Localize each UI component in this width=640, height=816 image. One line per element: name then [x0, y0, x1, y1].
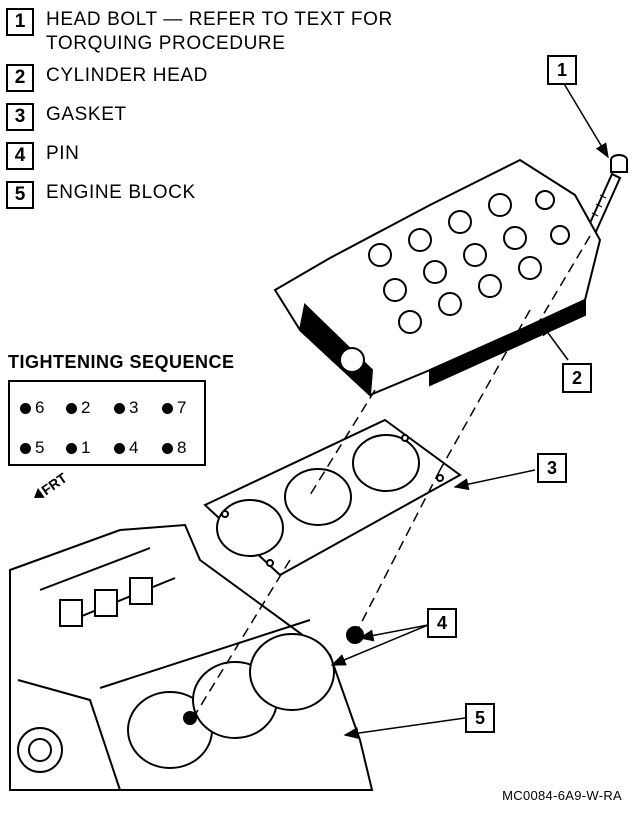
sequence-number: 3	[129, 398, 139, 417]
legend-number: 3	[6, 103, 34, 131]
engine-block-drawing	[9, 523, 374, 791]
gasket-drawing	[203, 418, 462, 577]
callout-4-pin: 4	[427, 608, 457, 638]
legend-item-gasket: 3 GASKET	[6, 103, 127, 131]
legend-label: GASKET	[46, 104, 127, 125]
figure-code: MC0084-6A9-W-RA	[502, 788, 622, 803]
legend-label: ENGINE BLOCK	[46, 182, 196, 203]
tightening-sequence-box: 6 2 3 7 5 1 4 8	[8, 380, 206, 466]
sequence-position: 8	[162, 438, 186, 458]
bolt-hole-dot	[20, 402, 31, 414]
callout-3-gasket: 3	[537, 453, 567, 483]
bolt-hole-dot	[66, 442, 77, 454]
bolt-hole-dot	[114, 442, 125, 454]
sequence-number: 1	[81, 438, 91, 457]
bolt-hole-dot	[66, 402, 77, 414]
legend-item-head-bolt: 1 HEAD BOLT — REFER TO TEXT FOR TORQUING…	[6, 8, 393, 56]
sequence-number: 2	[81, 398, 91, 417]
cylinder-head-drawing	[273, 158, 602, 398]
sequence-position: 3	[114, 398, 138, 418]
legend-label: HEAD BOLT — REFER TO TEXT FOR TORQUING P…	[46, 9, 393, 54]
sequence-position: 2	[66, 398, 90, 418]
sequence-number: 5	[35, 438, 45, 457]
sequence-position: 7	[162, 398, 186, 418]
callout-2-cylinder-head: 2	[562, 363, 592, 393]
sequence-number: 6	[35, 398, 45, 417]
sequence-position: 5	[20, 438, 44, 458]
legend-label: CYLINDER HEAD	[46, 65, 208, 86]
callout-1-head-bolt: 1	[547, 55, 577, 85]
legend-item-engine-block: 5 ENGINE BLOCK	[6, 181, 196, 209]
sequence-number: 4	[129, 438, 139, 457]
legend-number: 2	[6, 64, 34, 92]
legend-item-cylinder-head: 2 CYLINDER HEAD	[6, 64, 208, 92]
legend-item-pin: 4 PIN	[6, 142, 79, 170]
legend-number: 1	[6, 8, 34, 36]
bolt-hole-dot	[20, 442, 31, 454]
legend-number: 4	[6, 142, 34, 170]
bolt-hole-dot	[162, 442, 173, 454]
sequence-number: 8	[177, 438, 187, 457]
leader-lines	[330, 81, 609, 740]
bolt-hole-dot	[162, 402, 173, 414]
tightening-sequence-title: TIGHTENING SEQUENCE	[8, 352, 235, 372]
callout-5-engine-block: 5	[465, 703, 495, 733]
alignment-lines	[194, 235, 591, 716]
sequence-number: 7	[177, 398, 187, 417]
bolt-hole-dot	[114, 402, 125, 414]
sequence-position: 4	[114, 438, 138, 458]
legend-number: 5	[6, 181, 34, 209]
sequence-position: 6	[20, 398, 44, 418]
sequence-position: 1	[66, 438, 90, 458]
legend-label: PIN	[46, 143, 80, 164]
